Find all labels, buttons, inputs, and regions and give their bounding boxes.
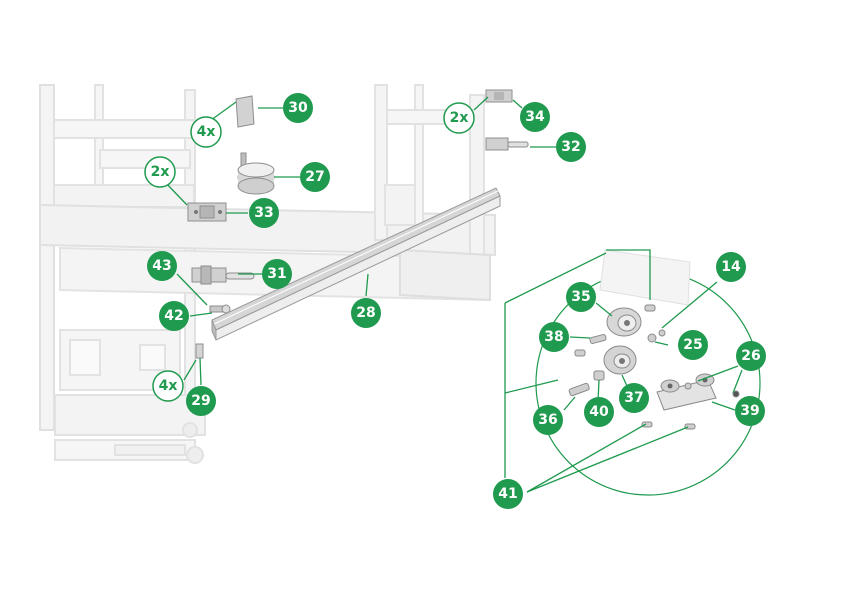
svg-text:36: 36 [538,412,557,428]
callout-31: 31 [262,259,292,289]
svg-text:28: 28 [356,305,375,321]
callout-37: 37 [619,383,649,413]
callout-26: 26 [736,341,766,371]
part-27-clamp [237,152,275,195]
callout-32: 32 [556,132,586,162]
callout-35: 35 [566,282,596,312]
multiplier-rings: 4x 2x 2x 4x [144,102,475,402]
bracket-39 [656,373,717,411]
part-33-hinge [187,202,227,222]
svg-text:33: 33 [254,205,273,221]
callout-27: 27 [300,162,330,192]
detail-view [535,249,761,496]
part-29-clip [195,343,204,359]
svg-text:39: 39 [740,403,759,419]
svg-text:4x: 4x [159,378,178,394]
svg-text:26: 26 [741,348,760,364]
callout-33: 33 [249,198,279,228]
callout-40: 40 [584,397,614,427]
callout-42: 42 [159,301,189,331]
svg-text:38: 38 [544,329,563,345]
callout-28: 28 [351,298,381,328]
roller-35 [606,307,642,337]
svg-text:42: 42 [164,308,183,324]
part-42-bolt [209,304,231,314]
roller-37 [603,345,637,375]
callout-43: 43 [147,251,177,281]
callout-14: 14 [716,252,746,282]
svg-text:32: 32 [561,139,580,155]
svg-text:41: 41 [498,486,517,502]
svg-text:34: 34 [525,109,545,125]
svg-text:29: 29 [191,393,210,409]
callouts: 30 34 32 27 33 43 31 42 28 29 35 14 38 2… [147,93,766,509]
part-34-hinge [485,89,513,103]
svg-text:27: 27 [305,169,324,185]
svg-text:40: 40 [589,404,609,420]
multiplier-2x-part-34: 2x [443,102,475,134]
svg-text:25: 25 [683,337,702,353]
svg-text:30: 30 [288,100,308,116]
svg-text:37: 37 [624,390,643,406]
svg-text:4x: 4x [197,124,216,140]
multiplier-4x-part-30: 4x [190,116,222,148]
svg-text:2x: 2x [151,164,170,180]
leader-lines [162,96,743,493]
multiplier-2x-part-33: 2x [144,156,176,188]
callout-38: 38 [539,322,569,352]
callout-41: 41 [493,479,523,509]
svg-text:2x: 2x [450,110,469,126]
callout-34: 34 [520,102,550,132]
svg-text:35: 35 [571,289,590,305]
callout-30: 30 [283,93,313,123]
svg-text:14: 14 [721,259,741,275]
part-30-pad [235,95,255,128]
svg-text:31: 31 [267,266,286,282]
multiplier-4x-part-29: 4x [152,370,184,402]
rail-part-28 [211,187,501,341]
callout-36: 36 [533,405,563,435]
callout-29: 29 [186,386,216,416]
part-32-latch [485,137,529,151]
svg-text:43: 43 [152,258,171,274]
callout-25: 25 [678,330,708,360]
fasteners [568,304,740,430]
callout-39: 39 [735,396,765,426]
